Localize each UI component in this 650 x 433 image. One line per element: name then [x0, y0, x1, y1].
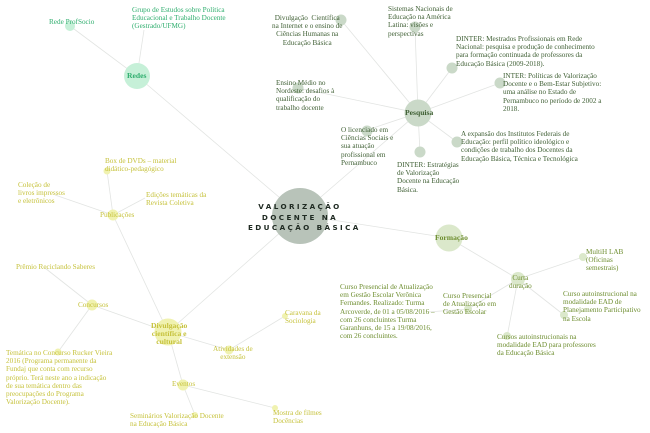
pesquisa-leaf-label: Ensino Médio no Nordeste: desafios à qua…: [276, 79, 335, 112]
curta-duracao-label: Curta duração: [509, 274, 532, 291]
divulgacao-leaf-node[interactable]: [54, 348, 62, 356]
pesquisa-leaf-label: DINTER: Mestrados Profissionais em Rede …: [456, 35, 595, 68]
pesquisa-leaf-node[interactable]: [335, 14, 347, 26]
divulgacao-leaf-label: Prêmio Reciclando Saberes: [16, 263, 96, 271]
formacao-leaf-label: Cursos autoinstrucionais na modalidade E…: [497, 333, 596, 358]
center-node[interactable]: [272, 188, 328, 244]
divulgacao-leaf-label: Caravana da Sociologia: [285, 309, 321, 326]
pesquisa-leaf-node[interactable]: [409, 21, 421, 33]
eventos-label: Eventos: [172, 380, 196, 388]
pesquisa-leaf-node[interactable]: [494, 77, 506, 89]
pesquisa-leaf-label: DINTER: Estratégias de Valorização Docen…: [397, 161, 460, 194]
concursos-node[interactable]: [86, 299, 98, 311]
curta-duracao-node[interactable]: [511, 272, 525, 286]
formacao-leaf-label: MultiH LAB (Oficinas semestrais): [586, 248, 624, 273]
eventos-node[interactable]: [177, 379, 189, 391]
divulgacao-leaf-label: Box de DVDs – material didático-pedagógi…: [105, 157, 177, 174]
redes-leaf-node[interactable]: [65, 21, 75, 31]
redes-leaf-label: Rede ProfSocio: [49, 18, 95, 26]
center-title-line: DOCENTE NA: [261, 212, 339, 222]
formacao-leaf-label: Curso autoinstrucional na modalidade EAD…: [563, 290, 641, 323]
pesquisa-leaf-label: INTER: Políticas de Valorização Docente …: [503, 72, 602, 113]
center-title: VALORIZAÇÃO DOCENTE NA EDUCAÇÃO BÁSICA: [248, 202, 358, 234]
redes-leaf-label: Grupo de Estudos sobre Política Educacio…: [132, 6, 226, 31]
formacao-leaf-label: Curso Presencial de Atualização em Gestã…: [443, 292, 497, 317]
formacao-node[interactable]: [435, 224, 463, 252]
divulgacao-leaf-node[interactable]: [282, 313, 288, 319]
center-title-line: EDUCAÇÃO BÁSICA: [248, 223, 361, 232]
formacao-label: Formação: [435, 233, 468, 242]
divulgacao-leaf-label: Temática no Concurso Rucker Vieira 2016 …: [6, 349, 113, 407]
divulgacao-node[interactable]: [154, 318, 182, 346]
center-title-line: VALORIZAÇÃO: [258, 202, 342, 211]
publicacoes-label: Publicações: [100, 211, 135, 219]
divulgacao-leaf-label: Mostra de filmes Docências: [273, 409, 322, 426]
pesquisa-leaf-label: A expansão dos Institutos Federais de Ed…: [461, 130, 578, 163]
formacao-leaf-node[interactable]: [503, 332, 511, 340]
atividades-node[interactable]: [224, 345, 234, 355]
publicacoes-node[interactable]: [107, 209, 119, 221]
divulgacao-leaf-node[interactable]: [103, 167, 111, 175]
formacao-detail-label: Curso Presencial de Atualização em Gestã…: [340, 283, 435, 341]
pesquisa-leaf-node[interactable]: [446, 62, 458, 74]
redes-node[interactable]: [124, 63, 150, 89]
pesquisa-leaf-label: O licenciado em Ciências Sociais e sua a…: [341, 126, 394, 167]
pesquisa-leaf-label: Sistemas Nacionais de Educação na Améric…: [388, 5, 453, 38]
pesquisa-leaf-label: Divulgação Científica na Internet e o en…: [272, 14, 343, 47]
formacao-leaf-node[interactable]: [464, 305, 472, 313]
divulgacao-leaf-node[interactable]: [192, 412, 198, 418]
divulgacao-label: Divulgação científica e cultural: [151, 321, 188, 347]
redes-label: Redes: [127, 71, 147, 80]
pesquisa-leaf-node[interactable]: [361, 125, 373, 137]
divulgacao-leaf-label: Seminários Valorização Docente na Educaç…: [130, 412, 224, 429]
divulgacao-leaf-label: Coleção de livros impressos e eletrônico…: [18, 181, 65, 206]
pesquisa-leaf-node[interactable]: [451, 136, 463, 148]
pesquisa-leaf-node[interactable]: [292, 82, 304, 94]
concursos-label: Concursos: [78, 301, 109, 309]
formacao-leaf-node[interactable]: [560, 311, 568, 319]
atividades-label: Atividades de extensão: [213, 345, 253, 362]
pesquisa-leaf-node[interactable]: [414, 146, 426, 158]
formacao-leaf-node[interactable]: [579, 253, 587, 261]
divulgacao-leaf-node[interactable]: [272, 405, 278, 411]
pesquisa-label: Pesquisa: [405, 108, 434, 117]
divulgacao-leaf-label: Edições temáticas da Revista Coletiva: [146, 191, 207, 208]
pesquisa-node[interactable]: [404, 99, 432, 127]
